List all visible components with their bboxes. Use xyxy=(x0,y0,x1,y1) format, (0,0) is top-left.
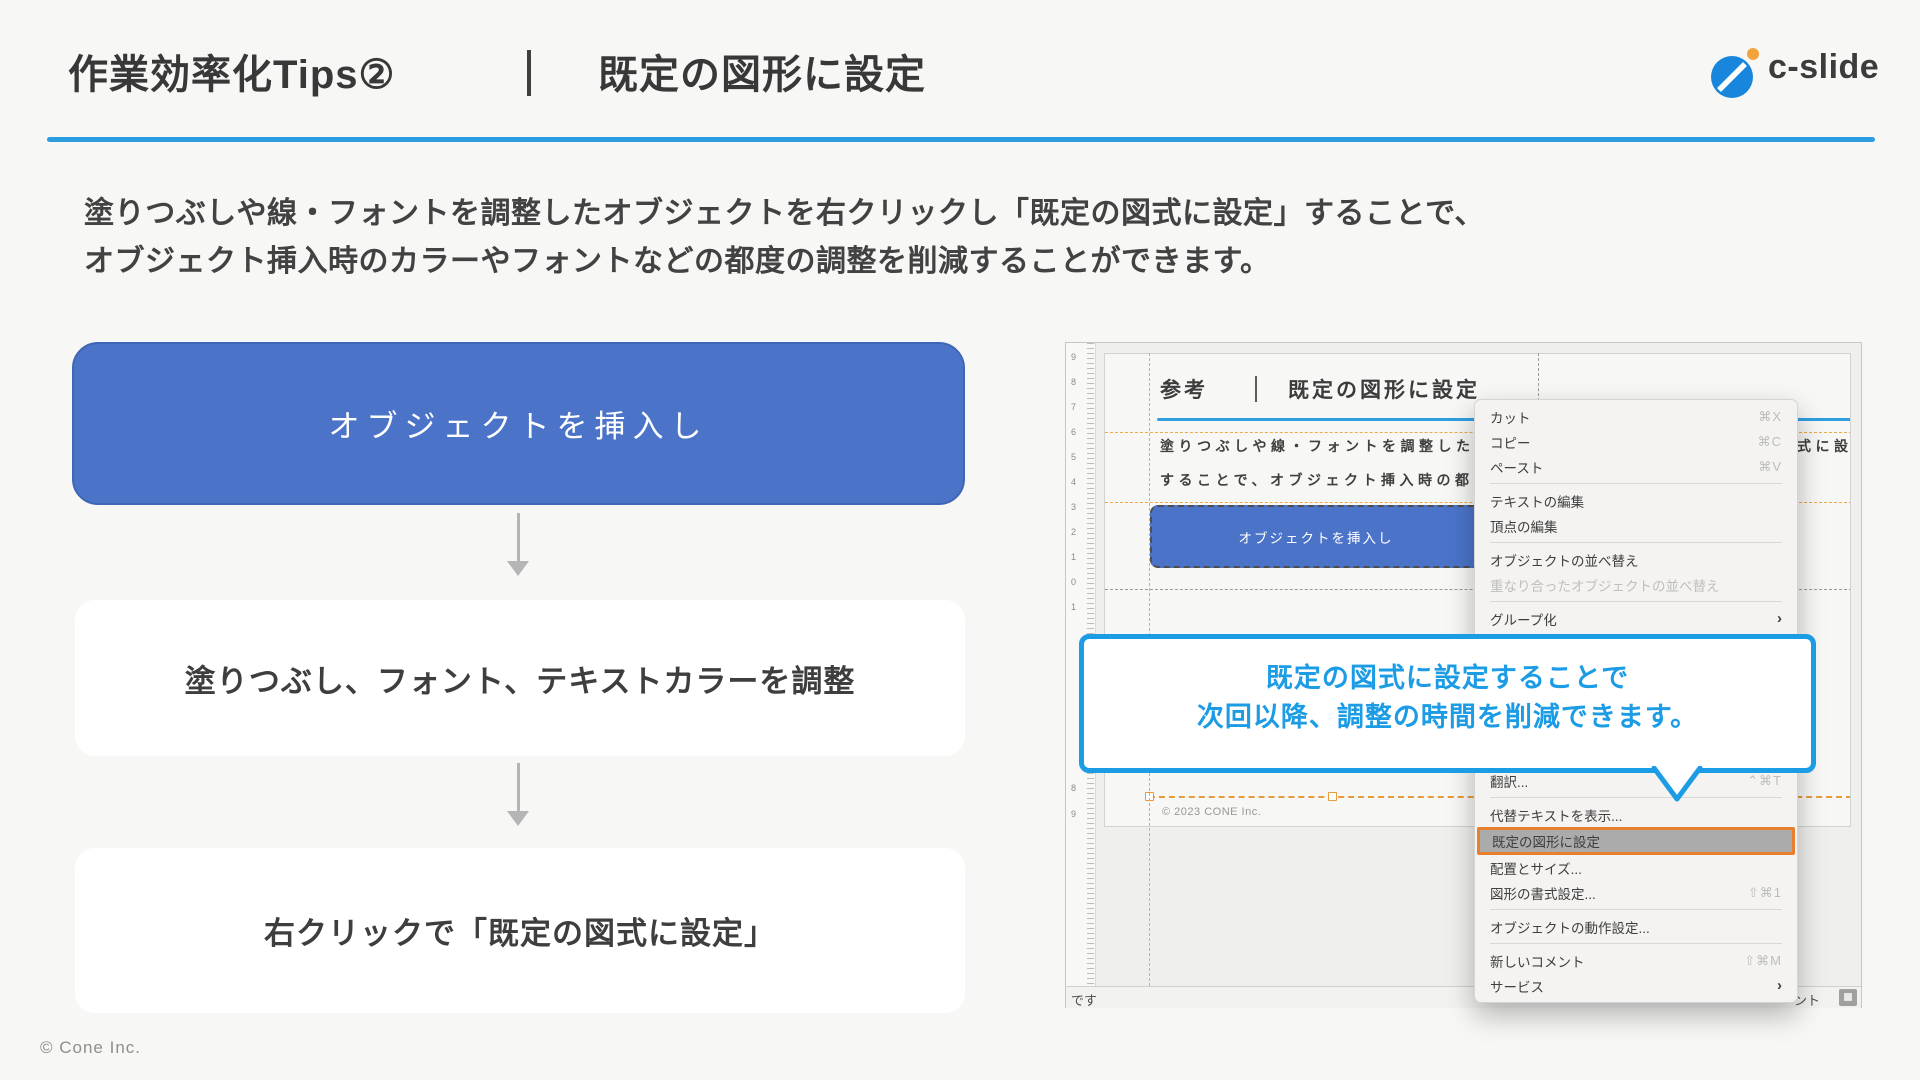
title-divider xyxy=(527,50,531,96)
ruler-number: 4 xyxy=(1071,477,1077,487)
menu-item-group[interactable]: グループ化 › xyxy=(1490,610,1782,628)
flow-step-adjust-format: 塗りつぶし、フォント、テキストカラーを調整 xyxy=(75,600,965,756)
mini-selected-shape[interactable]: オブジェクトを挿入し xyxy=(1150,505,1482,568)
ruler-number: 1 xyxy=(1071,602,1077,612)
intro-line-1: 塗りつぶしや線・フォントを調整したオブジェクトを右クリックし「既定の図式に設定」… xyxy=(84,197,1485,230)
menu-item-reorder-overlapping: 重なり合ったオブジェクトの並べ替え xyxy=(1490,578,1720,594)
menu-item-edit-points[interactable]: 頂点の編集 xyxy=(1490,519,1558,535)
mini-slide-copyright: © 2023 CONE Inc. xyxy=(1162,806,1262,818)
selection-handle[interactable] xyxy=(1328,792,1337,801)
menu-item-paste[interactable]: ペースト ⌘V xyxy=(1490,458,1782,476)
flow-step-insert-object: オブジェクトを挿入し xyxy=(72,342,965,505)
ruler-number: 0 xyxy=(1071,577,1077,587)
mini-slide-title-left: 参考 xyxy=(1160,379,1208,402)
intro-line-2: オブジェクト挿入時のカラーやフォントなどの都度の調整を削減することができます。 xyxy=(84,245,1271,278)
shortcut-label: ⇧⌘1 xyxy=(1747,884,1782,900)
ruler-number: 1 xyxy=(1071,552,1077,562)
down-arrow-icon xyxy=(506,513,530,576)
menu-item-cut[interactable]: カット ⌘X xyxy=(1490,408,1782,426)
menu-item-set-default-shape[interactable]: 既定の図形に設定 xyxy=(1477,827,1795,855)
ruler-number: 3 xyxy=(1071,502,1077,512)
page-copyright: © Cone Inc. xyxy=(40,1038,142,1057)
ruler-number: 8 xyxy=(1071,783,1077,793)
mini-body-line-1: 塗りつぶしや線・フォントを調整した xyxy=(1160,438,1475,454)
shortcut-label: ⇧⌘M xyxy=(1744,952,1782,968)
ruler-number: 7 xyxy=(1071,402,1077,412)
ruler-number: 2 xyxy=(1071,527,1077,537)
menu-item-reorder-objects[interactable]: オブジェクトの並べ替え xyxy=(1490,553,1639,569)
menu-divider xyxy=(1490,542,1782,543)
menu-item-translate[interactable]: 翻訳... ⌃⌘T xyxy=(1490,772,1782,790)
mini-body-line-2: することで、オブジェクト挿入時の都 xyxy=(1160,472,1474,488)
submenu-chevron-icon: › xyxy=(1777,610,1782,627)
mini-title-divider xyxy=(1255,376,1257,402)
menu-item-edit-text[interactable]: テキストの編集 xyxy=(1490,494,1585,510)
page-title-right: 既定の図形に設定 xyxy=(598,53,926,97)
callout-line-1: 既定の図式に設定することで xyxy=(1265,663,1630,693)
menu-divider xyxy=(1490,943,1782,944)
shortcut-label: ⌘X xyxy=(1758,408,1782,424)
menu-item-copy[interactable]: コピー ⌘C xyxy=(1490,433,1782,451)
menu-item-new-comment[interactable]: 新しいコメント ⇧⌘M xyxy=(1490,952,1782,970)
status-bar-fragment: ント xyxy=(1794,993,1821,1008)
page-title-left: 作業効率化Tips② xyxy=(68,53,396,97)
menu-divider xyxy=(1490,797,1782,798)
shortcut-label: ⌘C xyxy=(1757,433,1782,449)
ruler-number: 6 xyxy=(1071,427,1077,437)
menu-divider xyxy=(1490,483,1782,484)
down-arrow-icon xyxy=(506,763,530,826)
flow-step-set-default: 右クリックで「既定の図式に設定」 xyxy=(75,848,965,1013)
ruler-number: 8 xyxy=(1071,377,1077,387)
header-rule xyxy=(47,137,1875,142)
annotation-callout: 既定の図式に設定することで 次回以降、調整の時間を削減できます。 xyxy=(1079,634,1816,773)
c-slide-logo-icon xyxy=(1706,44,1762,100)
mini-slide-title-right: 既定の図形に設定 xyxy=(1288,379,1480,402)
callout-line-2: 次回以降、調整の時間を削減できます。 xyxy=(1196,702,1699,732)
menu-divider xyxy=(1490,909,1782,910)
status-bar-button[interactable] xyxy=(1839,989,1857,1006)
menu-item-format-shape[interactable]: 図形の書式設定... ⇧⌘1 xyxy=(1490,884,1782,902)
logo-wordmark: c-slide xyxy=(1768,48,1880,86)
menu-divider xyxy=(1490,601,1782,602)
menu-item-alt-text[interactable]: 代替テキストを表示... xyxy=(1490,808,1623,824)
status-bar-text: です xyxy=(1071,993,1098,1008)
ruler-number: 9 xyxy=(1071,809,1077,819)
mini-body-line-1-fragment: 式に設 xyxy=(1797,438,1851,454)
shortcut-label: ⌃⌘T xyxy=(1747,772,1782,788)
menu-item-object-actions[interactable]: オブジェクトの動作設定... xyxy=(1490,920,1650,936)
menu-item-services[interactable]: サービス › xyxy=(1490,977,1782,995)
menu-item-position-size[interactable]: 配置とサイズ... xyxy=(1490,861,1582,877)
submenu-chevron-icon: › xyxy=(1777,977,1782,994)
callout-tail xyxy=(1651,765,1703,809)
ruler-number: 5 xyxy=(1071,452,1077,462)
intro-text: 塗りつぶしや線・フォントを調整したオブジェクトを右クリックし「既定の図式に設定」… xyxy=(84,190,1485,286)
ruler-number: 9 xyxy=(1071,352,1077,362)
shortcut-label: ⌘V xyxy=(1758,458,1782,474)
editor-screenshot: 9 8 7 6 5 4 3 2 1 0 1 8 9 参考 既定の図形に設定 塗り… xyxy=(1065,342,1862,1008)
